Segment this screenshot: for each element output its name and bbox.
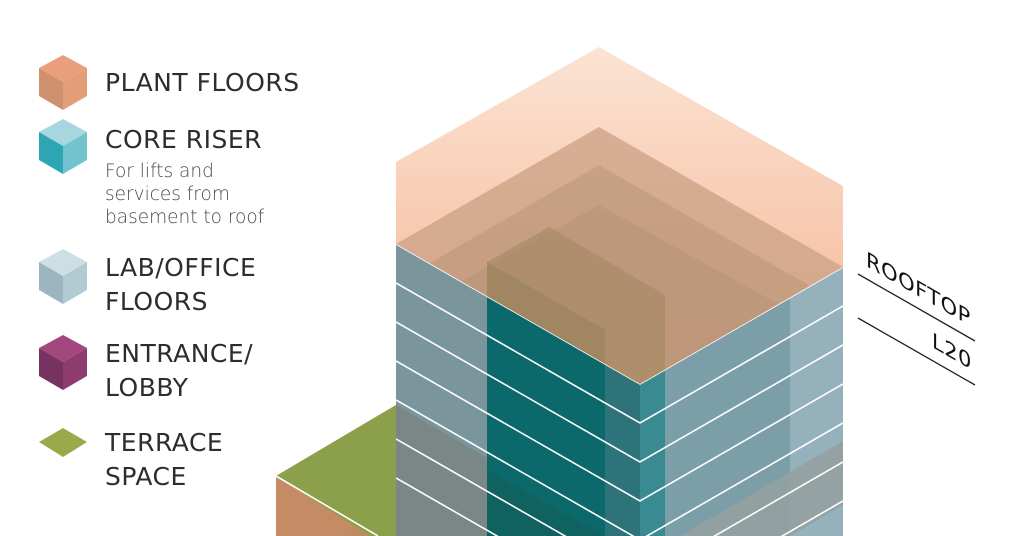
legend-lab-office-title: LAB/OFFICE FLOORS — [105, 251, 256, 319]
subtitle-line: basement to roof — [105, 207, 265, 228]
core-riser-cube-icon — [39, 119, 87, 174]
plant-floors-cube-icon — [39, 55, 87, 110]
entrance-lobby-cube-icon — [39, 335, 87, 390]
legend-plant-floors-title: PLANT FLOORS — [105, 68, 300, 97]
l20-level-line — [857, 317, 976, 386]
level-labels: ROOFTOP L20 — [857, 247, 976, 386]
title-line: LAB/OFFICE — [105, 253, 257, 282]
title-line: LOBBY — [105, 373, 189, 402]
rooftop-label: ROOFTOP — [866, 247, 971, 331]
core-riser — [487, 296, 665, 536]
legend-core-riser-subtitle: For lifts and services from basement to … — [105, 160, 264, 229]
title-line: FLOORS — [105, 287, 209, 316]
lab-office-cube-icon — [39, 249, 87, 304]
rooftop-level-line — [857, 273, 976, 342]
legend-terrace-space-title: TERRACE SPACE — [105, 426, 223, 494]
plant-floors — [396, 47, 843, 384]
legend: PLANT FLOORS CORE RISER For lifts and se… — [0, 0, 360, 536]
subtitle-line: services from — [105, 184, 230, 205]
title-line: TERRACE — [105, 428, 224, 457]
floor-lines — [396, 244, 843, 536]
subtitle-line: For lifts and — [105, 161, 214, 182]
title-line: ENTRANCE/ — [105, 339, 254, 368]
legend-entrance-lobby-title: ENTRANCE/ LOBBY — [105, 337, 253, 405]
title-line: SPACE — [105, 462, 187, 491]
terrace-space-tile-icon — [39, 428, 87, 457]
legend-core-riser-title: CORE RISER — [105, 125, 263, 154]
